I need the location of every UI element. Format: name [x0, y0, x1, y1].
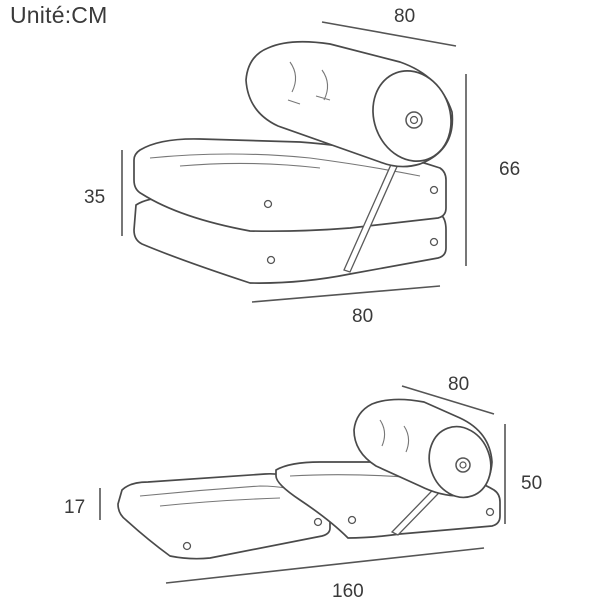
bed-drawing: [117, 398, 501, 560]
chair-height-label: 66: [499, 159, 520, 180]
chair-width-label: 80: [352, 306, 373, 327]
chair-drawing: [133, 40, 454, 284]
bed-length-line: [165, 547, 485, 584]
bed-bolster: [353, 398, 493, 499]
chair-depth-line: [321, 21, 457, 47]
chair-depth-label: 80: [394, 6, 415, 27]
bed-depth-line: [401, 385, 495, 415]
bed-height-label: 50: [521, 473, 542, 494]
chair-width-line: [251, 285, 441, 303]
bed-left-cushion: [117, 472, 331, 560]
bed-length-label: 160: [332, 581, 364, 600]
bed-depth-label: 80: [448, 374, 469, 395]
bed-thickness-label: 17: [64, 497, 85, 518]
unit-label: Unité:CM: [10, 2, 108, 28]
chair-seat-height-label: 35: [84, 187, 105, 208]
chair-bolster: [245, 40, 454, 168]
